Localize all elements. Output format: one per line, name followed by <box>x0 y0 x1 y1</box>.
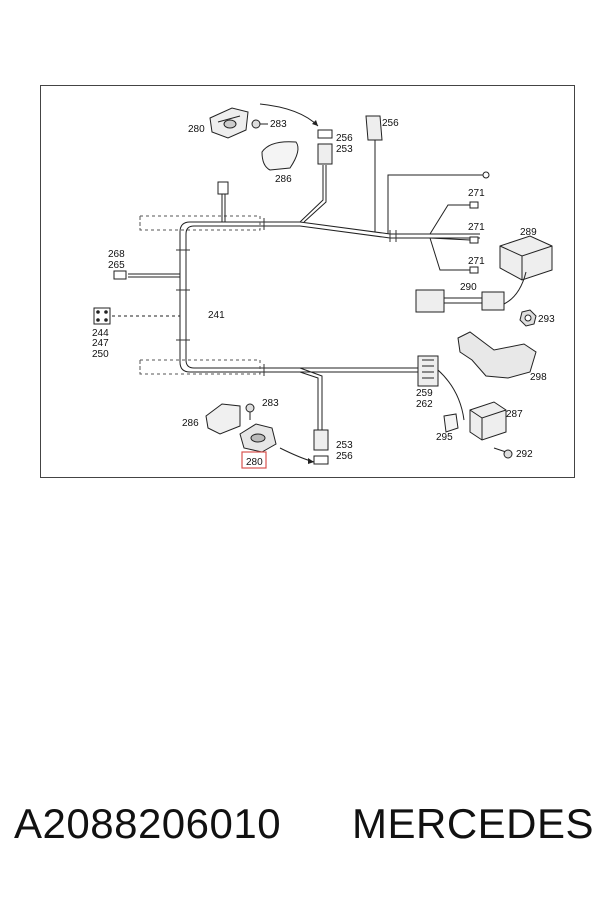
plate-244 <box>93 307 111 325</box>
callout-256-bottom: 256 <box>336 451 353 462</box>
bracket-298 <box>457 331 537 379</box>
part-number: A2088206010 <box>14 800 282 847</box>
sensor-housing-top <box>209 107 249 139</box>
callout-289: 289 <box>520 227 537 238</box>
nut-293 <box>519 309 537 327</box>
arrow-top <box>259 103 319 127</box>
brand-name: MERCEDES <box>352 800 595 847</box>
phantom-ducts <box>139 215 261 375</box>
callout-250: 250 <box>92 349 109 360</box>
connector-268 <box>113 270 127 280</box>
wiring-harness-diagram: 280 283 256 253 256 286 271 271 271 289 … <box>40 85 575 478</box>
callout-253-bottom: 253 <box>336 440 353 451</box>
arrow-290 <box>503 271 527 305</box>
cover-286-top <box>261 141 299 171</box>
relay-287 <box>469 401 507 441</box>
callout-290: 290 <box>460 282 477 293</box>
callout-286-bottom: 286 <box>182 418 199 429</box>
connector-290 <box>415 289 505 313</box>
plug-256-bottom <box>313 455 329 465</box>
callout-268: 268 <box>108 249 125 260</box>
clip-295 <box>443 413 459 433</box>
callout-298: 298 <box>530 372 547 383</box>
callout-280-bottom: 280 <box>246 457 263 468</box>
sensor-housing-bottom <box>239 423 277 453</box>
connector-253-top <box>317 143 333 165</box>
callout-293: 293 <box>538 314 555 325</box>
connector-259 <box>417 355 439 387</box>
control-unit-289 <box>499 235 553 281</box>
callout-283-top: 283 <box>270 119 287 130</box>
plug-256-top <box>365 115 383 141</box>
callout-292: 292 <box>516 449 533 460</box>
callout-287: 287 <box>506 409 523 420</box>
connector-253-bottom <box>313 429 329 451</box>
diagram-frame <box>40 85 575 478</box>
callout-253-top: 253 <box>336 144 353 155</box>
callout-244: 244 <box>92 328 109 339</box>
screw-283-bottom <box>245 403 255 420</box>
arrow-head-bottom <box>308 458 314 464</box>
callout-259: 259 <box>416 388 433 399</box>
callout-271-b: 271 <box>468 222 485 233</box>
plug-256-top-small <box>317 129 333 139</box>
footer: A2088206010 MERCEDES <box>0 800 600 860</box>
arrow-head-top <box>312 120 318 126</box>
callout-265: 265 <box>108 260 125 271</box>
main-harness <box>179 221 480 373</box>
callout-256-top-b: 256 <box>382 118 399 129</box>
wire-ends-271 <box>469 171 490 274</box>
connector-small-top <box>217 181 229 195</box>
screw-283-top <box>251 119 268 129</box>
harness-branches <box>112 140 484 430</box>
callout-280-top: 280 <box>188 124 205 135</box>
callout-286-top: 286 <box>275 174 292 185</box>
callout-labels: 280 283 256 253 256 286 271 271 271 289 … <box>92 118 555 468</box>
callout-256-top-a: 256 <box>336 133 353 144</box>
trunk-ticks <box>176 218 397 376</box>
cover-286-bottom <box>205 403 241 435</box>
highlight-280[interactable] <box>241 451 267 469</box>
callout-283-bottom: 283 <box>262 398 279 409</box>
callout-241: 241 <box>208 310 225 321</box>
link-259-295 <box>437 369 465 421</box>
callout-271-a: 271 <box>468 188 485 199</box>
callout-295: 295 <box>436 432 453 443</box>
callout-262: 262 <box>416 399 433 410</box>
callout-247: 247 <box>92 338 109 349</box>
callout-271-c: 271 <box>468 256 485 267</box>
screw-292 <box>493 447 513 459</box>
